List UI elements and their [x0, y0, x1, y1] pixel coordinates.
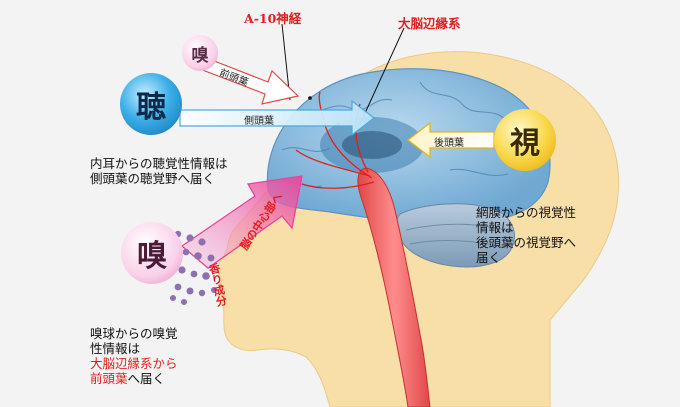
smell-note-line4-rest: へ届く	[127, 371, 166, 386]
occipital-lobe-arrow	[407, 121, 495, 159]
smell-note: 嗅球からの嗅覚 性情報は 大脳辺縁系から 前頭葉へ届く	[90, 326, 178, 386]
brainstem	[357, 167, 431, 407]
smell-note-line3: 大脳辺縁系から	[90, 356, 178, 371]
smell-note-frontal: 前頭葉	[90, 371, 128, 386]
smell-large-symbol: 嗅	[137, 239, 167, 274]
hearing-circle: 聴	[120, 73, 182, 135]
smell-large-circle: 嗅	[121, 222, 183, 284]
sight-circle: 視	[494, 109, 556, 171]
hearing-note-line1: 内耳からの聴覚性情報は	[90, 156, 228, 171]
hearing-note-line2: 側頭葉の聴覚野へ届く	[90, 171, 216, 186]
a10-label: A-10神経	[244, 11, 302, 26]
occipital-lobe-label: 後頭葉	[434, 138, 464, 149]
cerebellum	[396, 203, 515, 268]
frontal-lobe-arrow	[199, 56, 300, 105]
smell-small-circle: 嗅	[182, 35, 218, 71]
hearing-symbol: 聴	[136, 90, 166, 125]
hearing-note: 内耳からの聴覚性情報は 側頭葉の聴覚野へ届く	[90, 156, 228, 186]
sight-note-line4: 届く	[476, 250, 502, 265]
sight-note: 網膜からの視覚性 情報は 後頭葉の視覚野へ 届く	[476, 205, 576, 265]
smell-small-symbol: 嗅	[191, 45, 209, 66]
limbic-leader-line	[359, 27, 405, 125]
sight-note-line3: 後頭葉の視覚野へ	[476, 235, 577, 250]
sight-symbol: 視	[510, 126, 540, 161]
smell-note-line2: 性情報は	[90, 341, 141, 356]
limbic-label: 大脳辺縁系	[398, 16, 461, 31]
temporal-lobe-arrow	[179, 99, 375, 137]
aroma-arrow	[180, 175, 303, 269]
temporal-lobe-label: 側頭葉	[244, 116, 274, 127]
sight-note-line2: 情報は	[476, 220, 514, 235]
smell-note-line4: 前頭葉へ届く	[90, 371, 178, 386]
smell-note-line1: 嗅球からの嗅覚	[90, 326, 178, 341]
sight-note-line1: 網膜からの視覚性	[476, 205, 577, 220]
